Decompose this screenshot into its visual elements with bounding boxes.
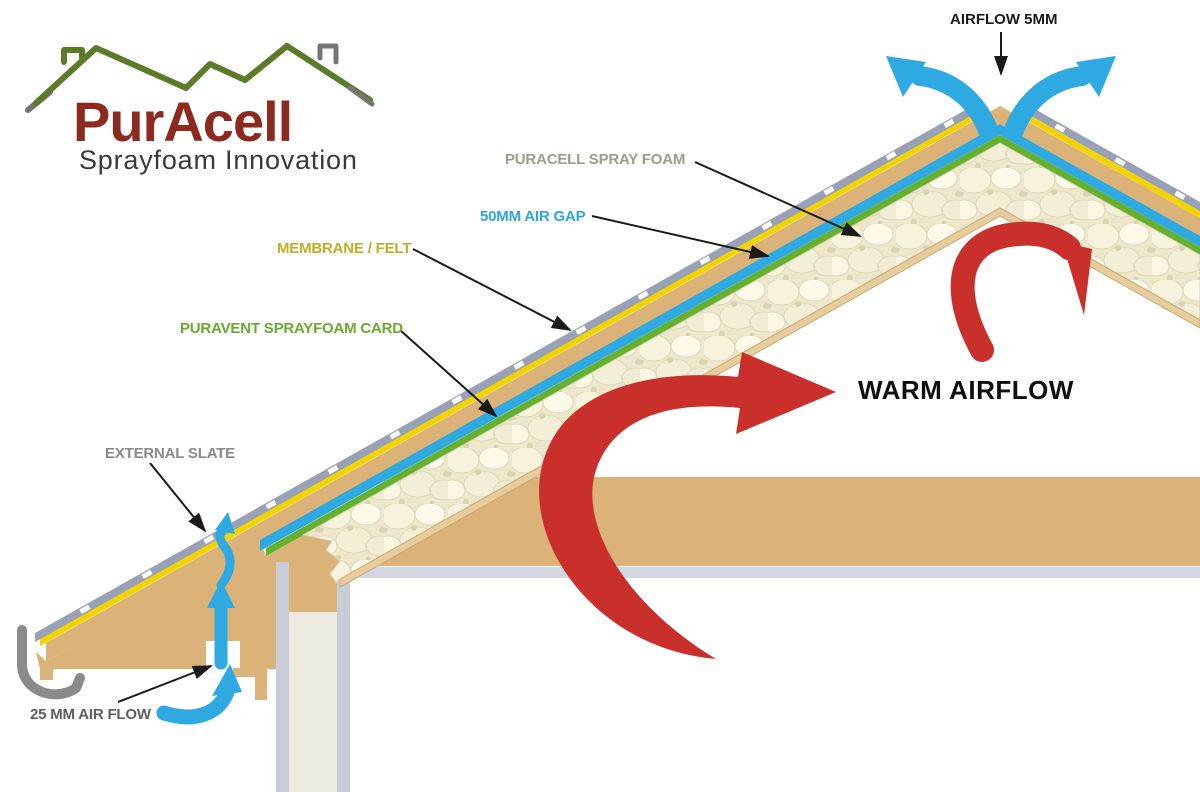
ridge-arrowhead-right-icon <box>1076 56 1116 97</box>
roof-layer-stack <box>35 103 1200 661</box>
logo: PurAcell Sprayfoam Innovation <box>25 43 375 175</box>
ridge-curl-left <box>910 66 998 140</box>
logo-rooflines-icon <box>25 43 375 113</box>
pointer-slate <box>149 462 207 533</box>
pointer-membrane <box>412 248 572 331</box>
batten-layer <box>46 106 1200 661</box>
eaves-block <box>255 650 267 700</box>
inner-board-layer <box>339 207 1200 588</box>
wall-inner-strip <box>337 574 350 792</box>
label-warm-airflow: WARM AIRFLOW <box>858 375 1074 405</box>
cold-airflow-arrows <box>156 56 1116 725</box>
gutter <box>17 625 85 700</box>
label-eaves-airflow: 25 MM AIR FLOW <box>30 706 152 723</box>
callout-labels: PURACELL SPRAY FOAM 50MM AIR GAP MEMBRAN… <box>30 11 1074 723</box>
warm-airflow-arrows <box>539 221 1092 659</box>
ridge-arrowhead-left-icon <box>886 56 926 97</box>
ceiling-plasterboard <box>350 567 1200 578</box>
pointer-eaves-flow <box>117 665 213 703</box>
wall-structure <box>276 562 1200 792</box>
eaves-entry-arrowhead-icon <box>212 664 242 696</box>
warm-arrow-apex-head-icon <box>1062 242 1092 315</box>
wall-outer-strip <box>276 562 289 792</box>
membrane-layer-right <box>1022 111 1200 218</box>
ridge-curl-right <box>1004 66 1092 140</box>
label-membrane: MEMBRANE / FELT <box>277 240 411 257</box>
label-external-slate: EXTERNAL SLATE <box>105 445 235 462</box>
logo-brand: PurAcell <box>73 90 292 153</box>
callout-pointers <box>117 32 1008 703</box>
pointer-spray-foam <box>694 161 862 237</box>
eaves-straight-arrowhead-icon <box>207 580 235 608</box>
slate-clips <box>79 118 1186 614</box>
eaves-block <box>233 668 255 677</box>
label-air-gap: 50MM AIR GAP <box>480 208 586 225</box>
warm-arrow-large <box>539 352 836 659</box>
slate-layer-right <box>1024 103 1200 211</box>
eaves-block <box>40 669 53 680</box>
label-sprayfoam-card: PURAVENT SPRAYFOAM CARD <box>180 320 403 337</box>
pointer-air-gap <box>591 215 770 259</box>
spray-foam-layer <box>301 142 1200 583</box>
eaves-small-arrowhead-icon <box>215 512 235 534</box>
membrane-layer-left <box>40 111 978 646</box>
warm-arrow-apex <box>950 221 1081 362</box>
label-ridge-airflow: AIRFLOW 5MM <box>950 11 1057 28</box>
pointer-card <box>399 329 498 418</box>
logo-tagline: Sprayfoam Innovation <box>79 145 358 175</box>
eaves-small-curl <box>215 522 235 590</box>
eaves-entry-curl <box>156 684 235 725</box>
label-spray-foam: PURACELL SPRAY FOAM <box>505 151 685 168</box>
wall-inner-leaf <box>289 612 337 792</box>
